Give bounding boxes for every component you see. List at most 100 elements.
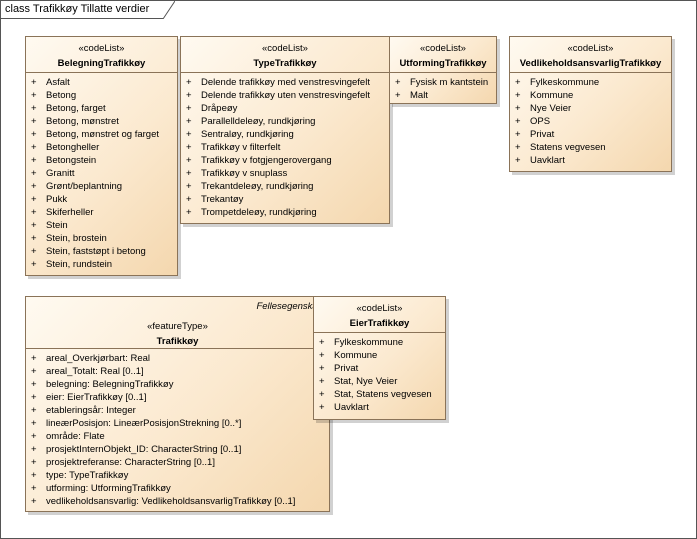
visibility-marker: + [31, 142, 37, 153]
class-vedlikeholdsansvarlig-trafikkoy[interactable]: «codeList» VedlikeholdsansvarligTrafikkø… [509, 36, 672, 172]
visibility-marker: + [31, 90, 37, 101]
visibility-marker: + [31, 103, 37, 114]
list-item[interactable]: +Stein, rundstein [26, 258, 177, 271]
visibility-marker: + [31, 470, 37, 481]
list-item[interactable]: +Uavklart [510, 154, 671, 167]
list-item[interactable]: +Stat, Nye Veier [314, 375, 445, 388]
class-eier-trafikkoy[interactable]: «codeList» EierTrafikkøy +Fylkeskommune+… [313, 296, 446, 420]
item-label: prosjektInternObjekt_ID: CharacterString… [46, 444, 242, 455]
list-item[interactable]: +utforming: UtformingTrafikkøy [26, 482, 329, 495]
list-item[interactable]: + Betong, farget [26, 102, 177, 115]
list-item[interactable]: +Delende trafikkøy med venstresvingefelt [181, 76, 389, 89]
visibility-marker: + [186, 77, 192, 88]
visibility-marker: + [319, 363, 325, 374]
list-item[interactable]: +Kommune [510, 89, 671, 102]
list-item[interactable]: +Trompetdeleøy, rundkjøring [181, 206, 389, 219]
list-item[interactable]: +areal_Totalt: Real [0..1] [26, 365, 329, 378]
visibility-marker: + [515, 129, 521, 140]
literal-list: +Delende trafikkøy med venstresvingefelt… [181, 73, 389, 219]
list-item[interactable]: +Parallelldeleøy, rundkjøring [181, 115, 389, 128]
list-item[interactable]: +Nye Veier [510, 102, 671, 115]
list-item[interactable]: +Trekantdeleøy, rundkjøring [181, 180, 389, 193]
list-item[interactable]: +Granitt [26, 167, 177, 180]
list-item[interactable]: +Privat [510, 128, 671, 141]
visibility-marker: + [319, 402, 325, 413]
list-item[interactable]: +Delende trafikkøy uten venstresvingefel… [181, 89, 389, 102]
list-item[interactable]: +etableringsår: Integer [26, 404, 329, 417]
list-item[interactable]: +Statens vegvesen [510, 141, 671, 154]
list-item[interactable]: +Sentraløy, rundkjøring [181, 128, 389, 141]
item-label: Sentraløy, rundkjøring [201, 129, 294, 140]
literal-list: +Fylkeskommune+Kommune+Privat+Stat, Nye … [314, 333, 445, 414]
visibility-marker: + [31, 392, 37, 403]
class-type-trafikkoy[interactable]: «codeList» TypeTrafikkøy +Delende trafik… [180, 36, 390, 224]
visibility-marker: + [31, 483, 37, 494]
list-item[interactable]: +Fylkeskommune [314, 336, 445, 349]
list-item[interactable]: +Trekantøy [181, 193, 389, 206]
class-utforming-trafikkoy[interactable]: «codeList» UtformingTrafikkøy +Fysisk m … [389, 36, 497, 104]
list-item[interactable]: +Stein, faststøpt i betong [26, 245, 177, 258]
visibility-marker: + [319, 376, 325, 387]
list-item[interactable]: +Grønt/beplantning [26, 180, 177, 193]
list-item[interactable]: +areal_Overkjørbart: Real [26, 352, 329, 365]
visibility-marker: + [31, 457, 37, 468]
list-item[interactable]: +Trafikkøy v snuplass [181, 167, 389, 180]
list-item[interactable]: +Betong [26, 89, 177, 102]
list-item[interactable]: +prosjektreferanse: CharacterString [0..… [26, 456, 329, 469]
item-label: Stein, rundstein [46, 259, 113, 270]
list-item[interactable]: +Betong, mønstret [26, 115, 177, 128]
item-label: Betong, mønstret og farget [46, 129, 160, 140]
item-label: Betong, farget [46, 103, 106, 114]
list-item[interactable]: +Kommune [314, 349, 445, 362]
list-item[interactable]: +Skiferheller [26, 206, 177, 219]
list-item[interactable]: +Betongstein [26, 154, 177, 167]
item-label: Betongheller [46, 142, 100, 153]
visibility-marker: + [31, 155, 37, 166]
list-item[interactable]: +lineærPosisjon: LineærPosisjonStrekning… [26, 417, 329, 430]
list-item[interactable]: +Asfalt [26, 76, 177, 89]
title-tab-corner [163, 1, 175, 19]
visibility-marker: + [515, 116, 521, 127]
list-item[interactable]: +Fylkeskommune [510, 76, 671, 89]
visibility-marker: + [31, 431, 37, 442]
class-name: UtformingTrafikkøy [399, 58, 487, 69]
list-item[interactable]: +Dråpeøy [181, 102, 389, 115]
item-label: Dråpeøy [201, 103, 238, 114]
item-label: Statens vegvesen [530, 142, 606, 153]
list-item[interactable]: +eier: EierTrafikkøy [0..1] [26, 391, 329, 404]
visibility-marker: + [319, 337, 325, 348]
list-item[interactable]: +Stein, brostein [26, 232, 177, 245]
visibility-marker: + [31, 207, 37, 218]
list-item[interactable]: +OPS [510, 115, 671, 128]
list-item[interactable]: +vedlikeholdsansvarlig: Vedlikeholdsansv… [26, 495, 329, 508]
list-item[interactable]: +Privat [314, 362, 445, 375]
stereotype-label: «codeList» [420, 43, 466, 54]
list-item[interactable]: +Betong, mønstret og farget [26, 128, 177, 141]
list-item[interactable]: +Uavklart [314, 401, 445, 414]
diagram-title: class Trafikkøy Tillatte verdier [1, 1, 164, 19]
item-label: Asfalt [46, 77, 70, 88]
item-label: Trafikkøy v snuplass [201, 168, 288, 179]
visibility-marker: + [515, 103, 521, 114]
stereotype-label: «featureType» [147, 321, 208, 332]
list-item[interactable]: +Trafikkøy v filterfelt [181, 141, 389, 154]
list-item[interactable]: +Stein [26, 219, 177, 232]
list-item[interactable]: +område: Flate [26, 430, 329, 443]
class-belegning-trafikkoy[interactable]: «codeList» BelegningTrafikkøy +Asfalt+Be… [25, 36, 178, 276]
list-item[interactable]: + Betongheller [26, 141, 177, 154]
list-item[interactable]: +Stat, Statens vegvesen [314, 388, 445, 401]
class-trafikkoy[interactable]: Fellesegenskap «featureType» Trafikkøy +… [25, 296, 330, 512]
list-item[interactable]: +prosjektInternObjekt_ID: CharacterStrin… [26, 443, 329, 456]
list-item[interactable]: +type: TypeTrafikkøy [26, 469, 329, 482]
list-item[interactable]: +belegning: BelegningTrafikkøy [26, 378, 329, 391]
item-label: Trompetdeleøy, rundkjøring [201, 207, 317, 218]
list-item[interactable]: +Pukk [26, 193, 177, 206]
stereotype-label: «codeList» [262, 43, 308, 54]
list-item[interactable]: +Trafikkøy v fotgjengerovergang [181, 154, 389, 167]
stereotype-label: «codeList» [567, 43, 614, 54]
stereotype-label: «codeList» [78, 43, 125, 54]
list-item[interactable]: +Malt [390, 89, 496, 102]
list-item[interactable]: +Fysisk m kantstein [390, 76, 496, 89]
class-name: VedlikeholdsansvarligTrafikkøy [519, 58, 662, 69]
item-label: Stein, faststøpt i betong [46, 246, 146, 257]
